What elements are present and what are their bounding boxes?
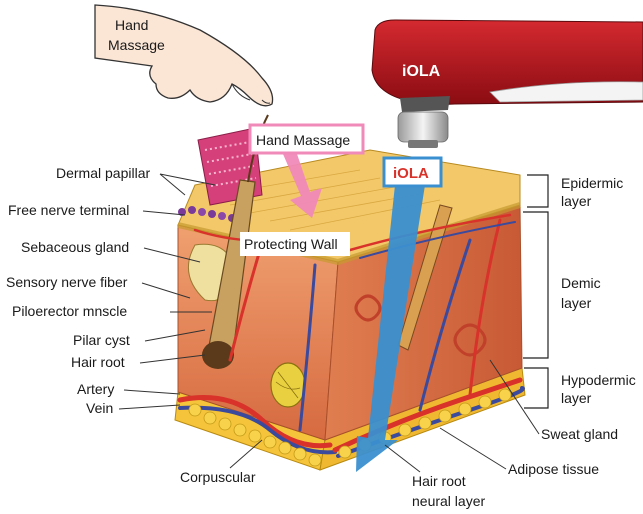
label-sebaceous-gland: Sebaceous gland [21, 239, 129, 255]
label-pilar-cyst: Pilar cyst [73, 332, 130, 348]
hand-label-line2: Massage [108, 37, 165, 53]
label-vein: Vein [86, 400, 113, 416]
label-hair-root-neural-line1: Hair root [412, 473, 466, 489]
device-nozzle [398, 112, 448, 142]
label-free-nerve-terminal: Free nerve terminal [8, 202, 129, 218]
label-hypodermic-line1: Hypodermic [561, 372, 636, 388]
label-piloerector-mnscle: Piloerector mnscle [12, 303, 127, 319]
label-demic-line2: layer [561, 295, 592, 311]
hand-massage-callout-text: Hand Massage [256, 132, 350, 148]
label-sensory-nerve-fiber: Sensory nerve fiber [6, 274, 128, 290]
skin-block [175, 115, 525, 470]
label-corpuscular: Corpuscular [180, 469, 256, 485]
protecting-wall-text: Protecting Wall [244, 236, 338, 252]
label-hypodermic-line2: layer [561, 390, 592, 406]
label-epidermic-line1: Epidermic [561, 175, 623, 191]
label-hair-root: Hair root [71, 354, 125, 370]
iola-device [372, 20, 643, 148]
label-adipose-tissue: Adipose tissue [508, 461, 599, 477]
device-brand-text: iOLA [402, 63, 441, 80]
label-artery: Artery [77, 381, 114, 397]
label-epidermic-line2: layer [561, 193, 592, 209]
iola-callout-text: iOLA [393, 165, 429, 182]
hand-label-line1: Hand [115, 17, 148, 33]
label-dermal-papillar: Dermal papillar [56, 165, 150, 181]
label-sweat-gland: Sweat gland [541, 426, 618, 442]
hair-bulb [202, 341, 234, 369]
label-hair-root-neural-line2: neural layer [412, 493, 485, 509]
label-demic-line1: Demic [561, 275, 601, 291]
